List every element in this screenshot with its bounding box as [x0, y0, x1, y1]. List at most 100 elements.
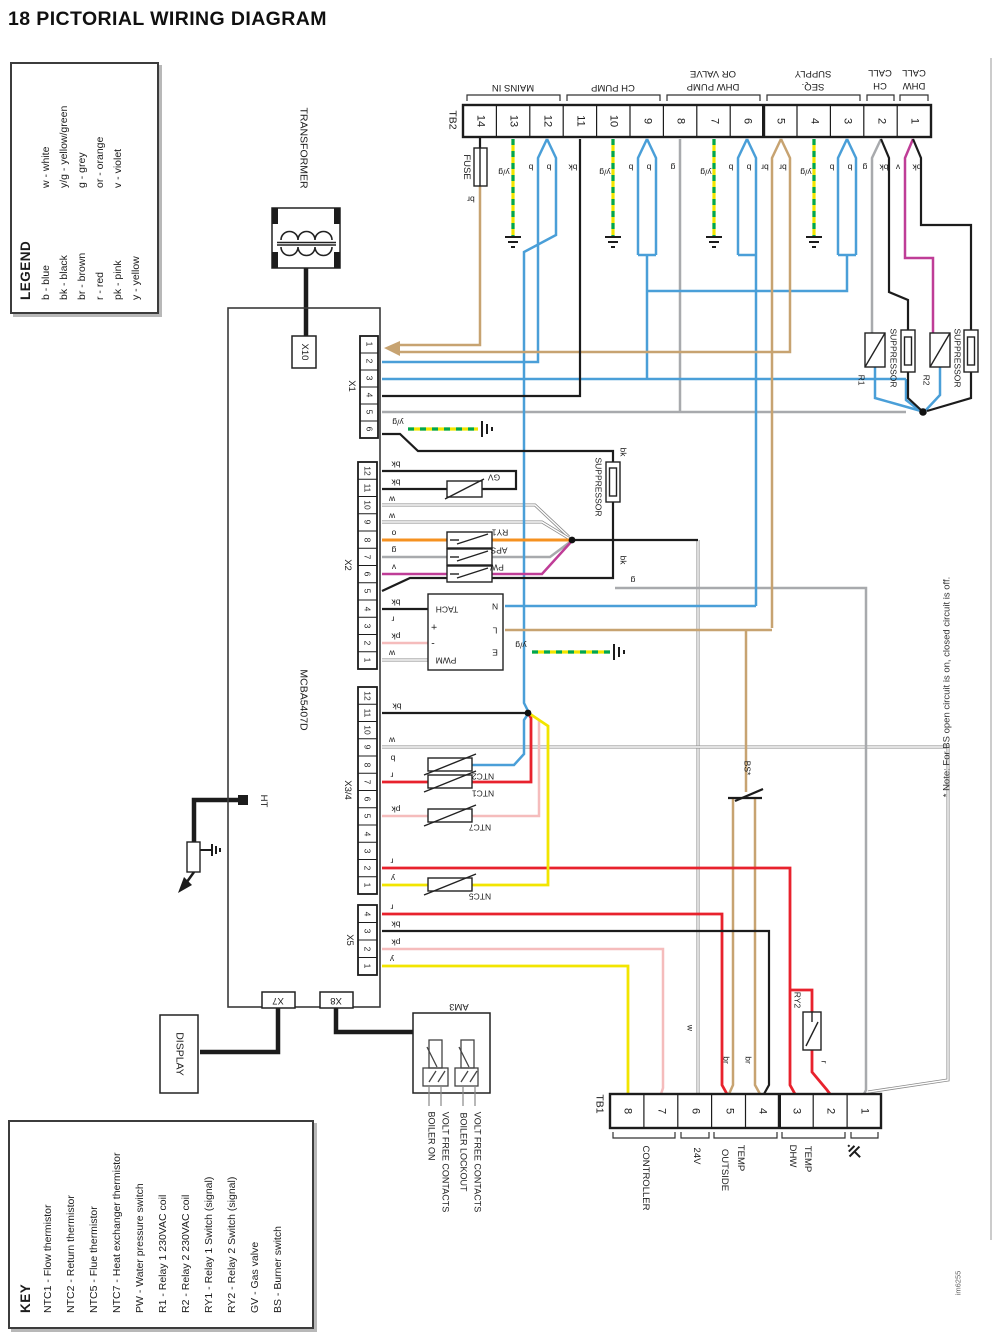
tb2-group-ch-pump: CH PUMP — [591, 81, 635, 93]
key-entry: NTC2 - Return thermistor — [65, 1195, 77, 1313]
tb2-group-dhw-pump-line2: OR VALVE — [689, 67, 737, 79]
x1-pin-1: 1 — [364, 341, 375, 347]
x34-pin-11: 11 — [362, 708, 373, 718]
wire-code-pk: pk — [391, 631, 401, 642]
key-box: KEY NTC1 - Flow thermistor NTC2 - Return… — [8, 1120, 314, 1329]
tb2-terminal-1: 1 — [908, 117, 921, 125]
page-title: 18 PICTORIAL WIRING DIAGRAM — [8, 8, 327, 30]
tb1-group-outside-temp: TEMP — [734, 1144, 746, 1172]
tb1-terminal-6: 6 — [689, 1107, 702, 1115]
tb2-terminal-8: 8 — [674, 117, 687, 125]
x2-pin-4: 4 — [362, 606, 373, 612]
x2-pin-6: 6 — [362, 571, 373, 577]
wire-code-yg: y/g — [392, 417, 404, 428]
key-entry: BS - Burner switch — [272, 1226, 284, 1313]
tb1-label: TB1 — [593, 1094, 606, 1114]
am3-label: AM3 — [449, 1000, 469, 1012]
wire-code-y: y — [389, 954, 395, 965]
connector-x7-label: X7 — [272, 994, 284, 1006]
wire-code-b: b — [829, 162, 835, 173]
bs-label: BS* — [742, 760, 753, 776]
x2-pin-3: 3 — [362, 623, 373, 629]
x34-pin-5: 5 — [362, 813, 373, 819]
wire-code-w: w — [388, 494, 396, 505]
tb1-group-dhw-temp: TEMP — [801, 1145, 813, 1173]
am3-volt-free-contacts-label: VOLT FREE CONTACTS — [440, 1111, 451, 1213]
x34-pin-12: 12 — [362, 691, 373, 701]
wire-code-yg: y/g — [498, 167, 510, 178]
tb1-group-dhw: DHW — [786, 1144, 798, 1168]
x5-pin-2: 2 — [362, 946, 373, 952]
wire-code-yg: y/g — [599, 167, 611, 178]
legend-entry: pk - pink — [112, 260, 124, 300]
doc-ref: im6255 — [953, 1270, 963, 1296]
x1-pin-2: 2 — [364, 358, 375, 364]
wire-code-b: b — [847, 162, 853, 173]
tb2-group-dhw-pump-line1: DHW PUMP — [686, 80, 740, 92]
tb2-terminal-9: 9 — [641, 117, 654, 125]
wire-code-w: w — [388, 648, 396, 659]
connector-x5-label: X5 — [343, 934, 355, 946]
legend-entry: w - white — [40, 146, 52, 188]
x34-pin-9: 9 — [362, 744, 373, 750]
tb2-group-ch-call-line2: CALL — [868, 66, 892, 78]
ry2-label: RY2 — [792, 991, 803, 1009]
wire-code-v: v — [895, 162, 901, 173]
wire-code-b: b — [746, 162, 752, 173]
wire-code-b: b — [628, 162, 634, 173]
tb2-group-mains-in: MAINS IN — [491, 81, 535, 93]
key-entry: R1 - Relay 1 230VAC coil — [157, 1194, 169, 1313]
wire-code-o: o — [391, 528, 397, 539]
tb2-group-ch-call-line1: CH — [873, 79, 887, 91]
transformer-symbol — [271, 207, 341, 269]
wire-code-g: g — [670, 162, 676, 173]
key-entry: R2 - Relay 2 230VAC coil — [180, 1194, 192, 1313]
wire-code-b: b — [390, 753, 396, 764]
wire-code-r: r — [391, 614, 395, 625]
connector-x2-label: X2 — [341, 559, 353, 571]
legend-entry: y/g - yellow/green — [58, 105, 70, 188]
x34-pin-2: 2 — [362, 865, 373, 871]
tb2-terminal-2: 2 — [875, 117, 888, 125]
tb2-brackets — [466, 94, 929, 101]
legend-heading: LEGEND — [18, 240, 33, 300]
tb1-terminal-8: 8 — [621, 1107, 634, 1115]
tb1-terminal-1: 1 — [858, 1107, 871, 1115]
wire-code-bk: bk — [879, 162, 889, 173]
am3-boiler-lockout-label: BOILER LOCKOUT — [458, 1112, 469, 1192]
connector-x10-label: X10 — [298, 343, 310, 361]
x1-pin-5: 5 — [364, 409, 375, 415]
connector-x7-box — [261, 991, 296, 1009]
wire-code-bk: bk — [568, 162, 578, 173]
x1-pin-3: 3 — [364, 375, 375, 381]
tb1-group-outside: OUTSIDE — [718, 1148, 730, 1192]
wire-code-bk: bk — [391, 459, 401, 470]
wire-code-bk: bk — [391, 477, 401, 488]
legend-entry: b - blue — [40, 264, 52, 300]
wire-code-br: br — [743, 1056, 754, 1064]
display-box — [159, 1014, 199, 1094]
tb2-terminal-5: 5 — [774, 117, 787, 125]
wire-code-r: r — [390, 770, 394, 781]
wire-code-yg: y/g — [800, 167, 812, 178]
transformer-label: TRANSFORMER — [297, 107, 310, 189]
fan-plus-label: + — [430, 620, 438, 633]
wire-code-y: y — [390, 873, 396, 884]
am3-volt-free-contacts-label: VOLT FREE CONTACTS — [472, 1111, 483, 1213]
wire-code-yg: y/g — [515, 640, 527, 651]
suppressor-r2-label: SUPPRESSOR — [952, 328, 963, 388]
x5-pin-4: 4 — [362, 911, 373, 917]
x2-pin-10: 10 — [362, 500, 373, 510]
tb2-group-dhw-call-line2: CALL — [902, 66, 926, 78]
fan-l-label: L — [492, 625, 498, 636]
x1-pin-6: 6 — [364, 426, 375, 432]
legend-entry: or - orange — [94, 136, 106, 188]
connector-x8-box — [319, 991, 354, 1009]
tb2-terminal-11: 11 — [574, 115, 587, 127]
tb2-terminal-14: 14 — [474, 114, 487, 128]
tb1-terminal-5: 5 — [723, 1107, 736, 1115]
wire-code-b: b — [728, 162, 734, 173]
x34-pin-10: 10 — [362, 725, 373, 735]
